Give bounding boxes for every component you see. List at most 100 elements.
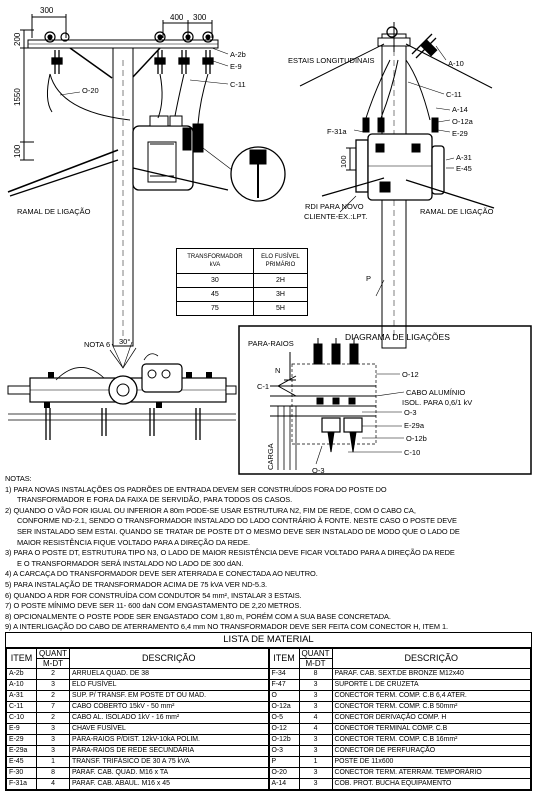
material-description: CABO AL. ISOLADO 1kV - 16 mm² — [69, 712, 269, 724]
material-item-code: F-34 — [268, 668, 300, 680]
material-quantity: 3 — [298, 679, 333, 691]
material-item-code: C-11 — [6, 701, 37, 713]
material-item-code: A-14 — [268, 778, 300, 790]
notes-heading: NOTAS: — [5, 474, 32, 483]
note-line: 1) PARA NOVAS INSTALAÇÕES OS PADRÕES DE … — [5, 484, 387, 494]
diagram-o3a: O-3 — [404, 408, 417, 417]
label-o12a: O-12a — [452, 117, 474, 126]
material-description: PARAF. CAB. ABAUL. M16 x 45 — [69, 778, 269, 790]
material-description: POSTE DE 11x600 — [331, 756, 531, 768]
label-e29: E-29 — [452, 129, 468, 138]
material-description: ARRUELA QUAD. DE 38 — [69, 668, 269, 680]
material-quantity: 3 — [298, 778, 333, 790]
col-item: ITEM — [6, 648, 37, 669]
material-item-code: O-20 — [268, 767, 300, 779]
note-line: 6) QUANDO A RDR FOR CONSTRUÍDA COM CONDU… — [5, 590, 302, 600]
material-description: CONECTOR DERIVAÇÃO COMP. H — [331, 712, 531, 724]
material-item-code: F-31a — [6, 778, 37, 790]
note-line: 2) QUANDO O VÃO FOR IGUAL OU INFERIOR A … — [5, 505, 416, 515]
label-c11-right: C-11 — [446, 90, 462, 99]
note-line: 3) PARA O POSTE DT, ESTRUTURA TIPO N3, O… — [5, 548, 455, 558]
material-description: PARAF. CAB. SEXT.DE BRONZE M12x40 — [331, 668, 531, 680]
material-quantity: 7 — [36, 701, 70, 713]
material-quantity: 2 — [36, 668, 70, 680]
material-description: CONECTOR TERM. COMP. C.B 16mm² — [331, 734, 531, 746]
dim-400: 400 — [170, 13, 184, 22]
dim-100-right: 100 — [339, 155, 348, 168]
material-quantity: 3 — [36, 723, 70, 735]
diagram-o12b: O-12b — [406, 434, 427, 443]
material-quantity: 3 — [298, 734, 333, 746]
label-30deg: 30° — [119, 337, 130, 346]
dim-200: 200 — [13, 32, 22, 46]
material-item-code: O-3 — [268, 745, 300, 757]
wiring-diagram: DIAGRAMA DE LIGAÇÕES PARA-RAIOS N C-1 O-… — [238, 325, 532, 475]
material-description: ELO FUSÍVEL — [69, 679, 269, 691]
label-c11-left: C-11 — [230, 80, 246, 89]
label-a10: A-10 — [448, 59, 464, 68]
label-p: P — [366, 274, 371, 283]
diagram-e29a: E-29a — [404, 421, 425, 430]
material-description: PARAF. CAB. QUAD. M16 x TA — [69, 767, 269, 779]
material-description: CONECTOR DE PERFURAÇÃO — [331, 745, 531, 757]
dim-100: 100 — [13, 144, 22, 158]
material-quantity: 3 — [298, 745, 333, 757]
diagram-pararaios: PARA-RAIOS — [248, 339, 294, 348]
note-line: MAIOR RESISTÊNCIA FIQUE VOLTADO PARA A D… — [17, 537, 250, 547]
label-a31: A-31 — [456, 153, 472, 162]
material-description: CABO COBERTO 15kV - 50 mm² — [69, 701, 269, 713]
material-quantity: 8 — [298, 668, 333, 680]
note-line: CONFORME ND-2.1, SENDO O TRANSFORMADOR I… — [17, 516, 457, 526]
note-line: 9) A INTERLIGAÇÃO DO CABO DE ATERRAMENTO… — [5, 622, 449, 632]
material-item-code: O — [268, 690, 300, 702]
material-item-code: O-12a — [268, 701, 300, 713]
material-description: CONECTOR TERM. COMP. C.B 50mm² — [331, 701, 531, 713]
dim-300-top: 300 — [40, 6, 54, 15]
col-item: ITEM — [268, 648, 300, 669]
material-description: CONECTOR TERM. COMP. C.B 6,4 ATER. — [331, 690, 531, 702]
label-a2b: A-2b — [230, 50, 246, 59]
material-list: LISTA DE MATERIAL ITEM QUANT DESCRIÇÃO M… — [5, 632, 532, 791]
material-list-title: LISTA DE MATERIAL — [6, 633, 531, 648]
material-quantity: 2 — [36, 712, 70, 724]
dim-300-right: 300 — [193, 13, 207, 22]
label-rdi-1: RDI PARA NOVO — [305, 202, 364, 211]
diagram-o3b: O-3 — [312, 466, 325, 475]
label-o20: O-20 — [82, 86, 99, 95]
material-quantity: 3 — [36, 734, 70, 746]
material-description: CHAVE FUSÍVEL — [69, 723, 269, 735]
diagram-o12: O-12 — [402, 370, 419, 379]
material-item-code: O-5 — [268, 712, 300, 724]
material-item-code: A-2b — [6, 668, 37, 680]
col-quant: QUANT — [36, 648, 70, 659]
diagram-c1: C-1 — [257, 382, 269, 391]
material-item-code: E-45 — [6, 756, 37, 768]
note-line: 5) PARA INSTALAÇÃO DE TRANSFORMADOR ACIM… — [5, 579, 268, 589]
material-quantity: 4 — [298, 723, 333, 735]
dim-1550: 1550 — [13, 88, 22, 106]
diagram-cabo2: ISOL. PARA 0,6/1 kV — [402, 398, 472, 407]
material-quantity: 3 — [298, 767, 333, 779]
material-description: COB. PROT. BUCHA EQUIPAMENTO — [331, 778, 531, 790]
label-e45: E-45 — [456, 164, 472, 173]
material-item-code: A-31 — [6, 690, 37, 702]
material-quantity: 1 — [298, 756, 333, 768]
